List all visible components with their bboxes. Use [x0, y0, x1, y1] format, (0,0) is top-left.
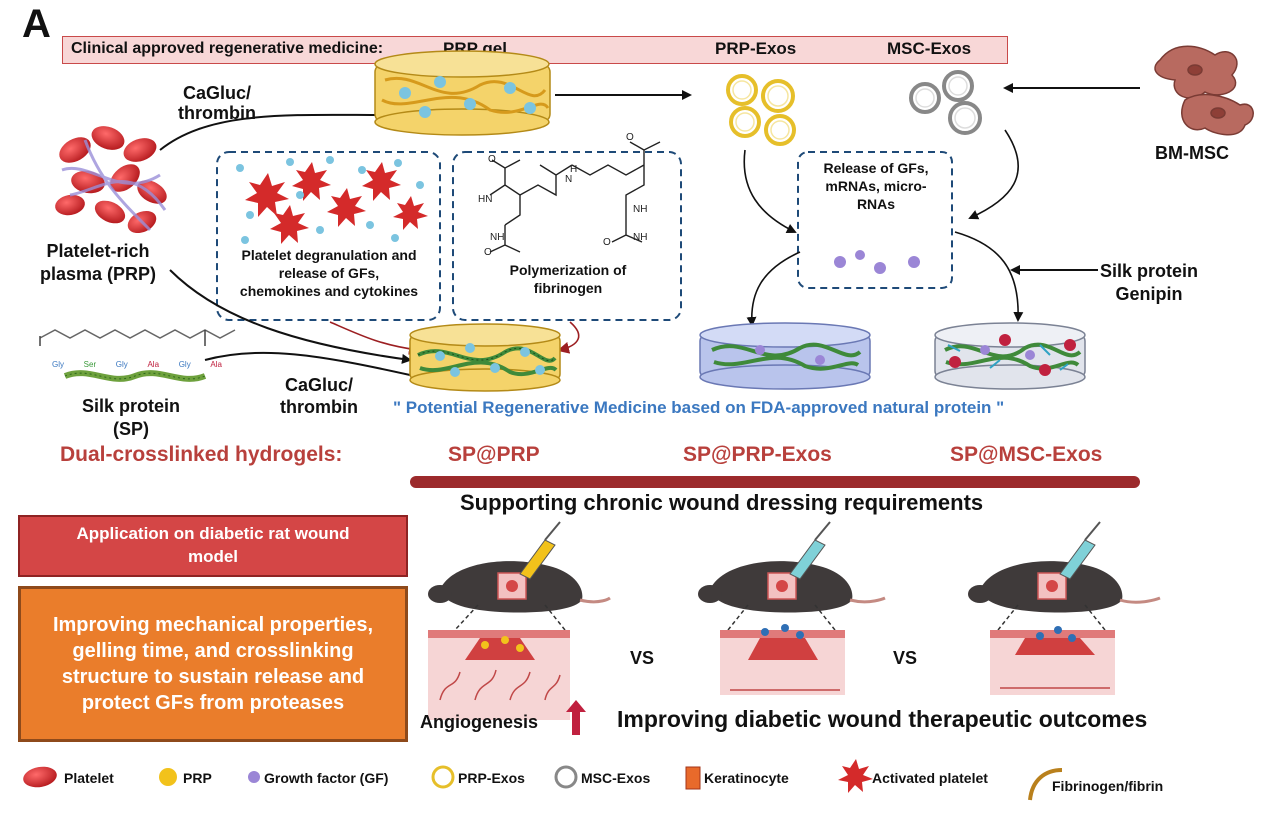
legend-gf: Growth factor (GF) — [264, 770, 389, 786]
rat-model-2-icon — [698, 521, 886, 695]
banner-msc-exos: MSC-Exos — [887, 39, 972, 58]
legend-msc-exos: MSC-Exos — [581, 770, 651, 786]
svg-text:O: O — [626, 132, 634, 143]
potential-text: " Potential Regenerative Medicine based … — [393, 398, 1005, 417]
dual-label: Dual-crosslinked hydrogels: — [60, 443, 343, 466]
sp-prp-disk-icon — [409, 323, 561, 392]
legend-platelet-icon — [23, 766, 57, 788]
growth-factor-dots — [834, 250, 920, 274]
legend-fibrin-icon — [1028, 768, 1063, 801]
sp-msc-exos-label: SP@MSC-Exos — [950, 443, 1103, 466]
legend-activated-platelet-icon — [838, 759, 873, 793]
svg-text:NH: NH — [633, 204, 647, 215]
outcome-text: Improving diabetic wound therapeutic out… — [617, 706, 1148, 732]
polymerization-text: Polymerization of fibrinogen — [509, 262, 627, 296]
application-text: Application on diabetic rat wound model — [76, 524, 350, 566]
application-box: Application on diabetic rat wound model — [18, 515, 408, 577]
rat-model-1-icon — [428, 521, 611, 720]
svg-text:O: O — [484, 247, 492, 258]
improving-box: Improving mechanical properties, gelling… — [18, 586, 408, 742]
svg-text:O: O — [603, 237, 611, 248]
caglu-bottom-label: CaGluc/thrombin — [280, 375, 358, 417]
sp-label: Silk protein(SP) — [82, 396, 181, 439]
svg-text:N: N — [565, 174, 572, 185]
prp-exos-icon — [726, 74, 796, 146]
release-box — [797, 151, 953, 289]
legend-prp-icon — [159, 768, 177, 786]
svg-text:HN: HN — [478, 194, 492, 205]
activated-platelets-icon — [245, 162, 428, 244]
fibrinogen-structure-icon — [489, 141, 661, 253]
improving-text: Improving mechanical properties, gelling… — [52, 614, 374, 714]
svg-text:O: O — [488, 154, 496, 165]
bm-msc-cell-icon — [1154, 45, 1254, 136]
angiogenesis-label: Angiogenesis — [420, 712, 539, 732]
polymerization-box — [452, 151, 682, 321]
prp-gel-disk-icon — [374, 50, 551, 136]
degranulation-text: Platelet degranulation and release of GF… — [239, 247, 419, 299]
degranulation-box — [216, 151, 441, 321]
sp-msc-exos-disk-icon — [934, 322, 1086, 390]
legend-activated-platelet: Activated platelet — [872, 770, 988, 786]
rat-model-3-icon — [968, 521, 1161, 695]
panel-letter: A — [22, 2, 51, 46]
svg-text:H: H — [570, 164, 577, 175]
legend-msc-exos-icon — [554, 765, 578, 789]
legend-keratinocyte: Keratinocyte — [704, 770, 789, 786]
bm-msc-label: BM-MSC — [1155, 143, 1229, 163]
svg-text:NH: NH — [490, 232, 504, 243]
legend-keratinocyte-icon — [685, 766, 701, 790]
angiogenesis-up-arrow-icon — [566, 700, 586, 735]
legend-gf-icon — [248, 771, 260, 783]
banner-label: Clinical approved regenerative medicine: — [71, 40, 384, 57]
release-text: Release of GFs, mRNAs, micro- RNAs — [823, 160, 929, 212]
divider-bar — [410, 476, 1140, 488]
legend-prp-exos-icon — [431, 765, 455, 789]
sp-prp-exos-disk-icon — [699, 322, 871, 390]
legend-platelet: Platelet — [64, 770, 114, 786]
legend-prp-exos: PRP-Exos — [458, 770, 525, 786]
svg-text:NH: NH — [633, 232, 647, 243]
banner-prp-exos: PRP-Exos — [715, 39, 797, 58]
top-banner: Clinical approved regenerative medicine:… — [62, 36, 1008, 64]
msc-exos-icon — [909, 70, 982, 135]
vs-label-1: VS — [630, 648, 655, 668]
caglu-top-label: CaGluc/thrombin — [178, 83, 256, 123]
sp-prp-label: SP@PRP — [448, 443, 540, 466]
platelet-cluster-icon — [55, 126, 167, 234]
legend-prp: PRP — [183, 770, 212, 786]
sp-prp-exos-label: SP@PRP-Exos — [683, 443, 832, 466]
supporting-text: Supporting chronic wound dressing requir… — [460, 490, 984, 515]
vs-label-2: VS — [893, 648, 918, 668]
legend-fibrin: Fibrinogen/fibrin — [1052, 778, 1164, 794]
silk-peptide-icon — [39, 329, 236, 382]
